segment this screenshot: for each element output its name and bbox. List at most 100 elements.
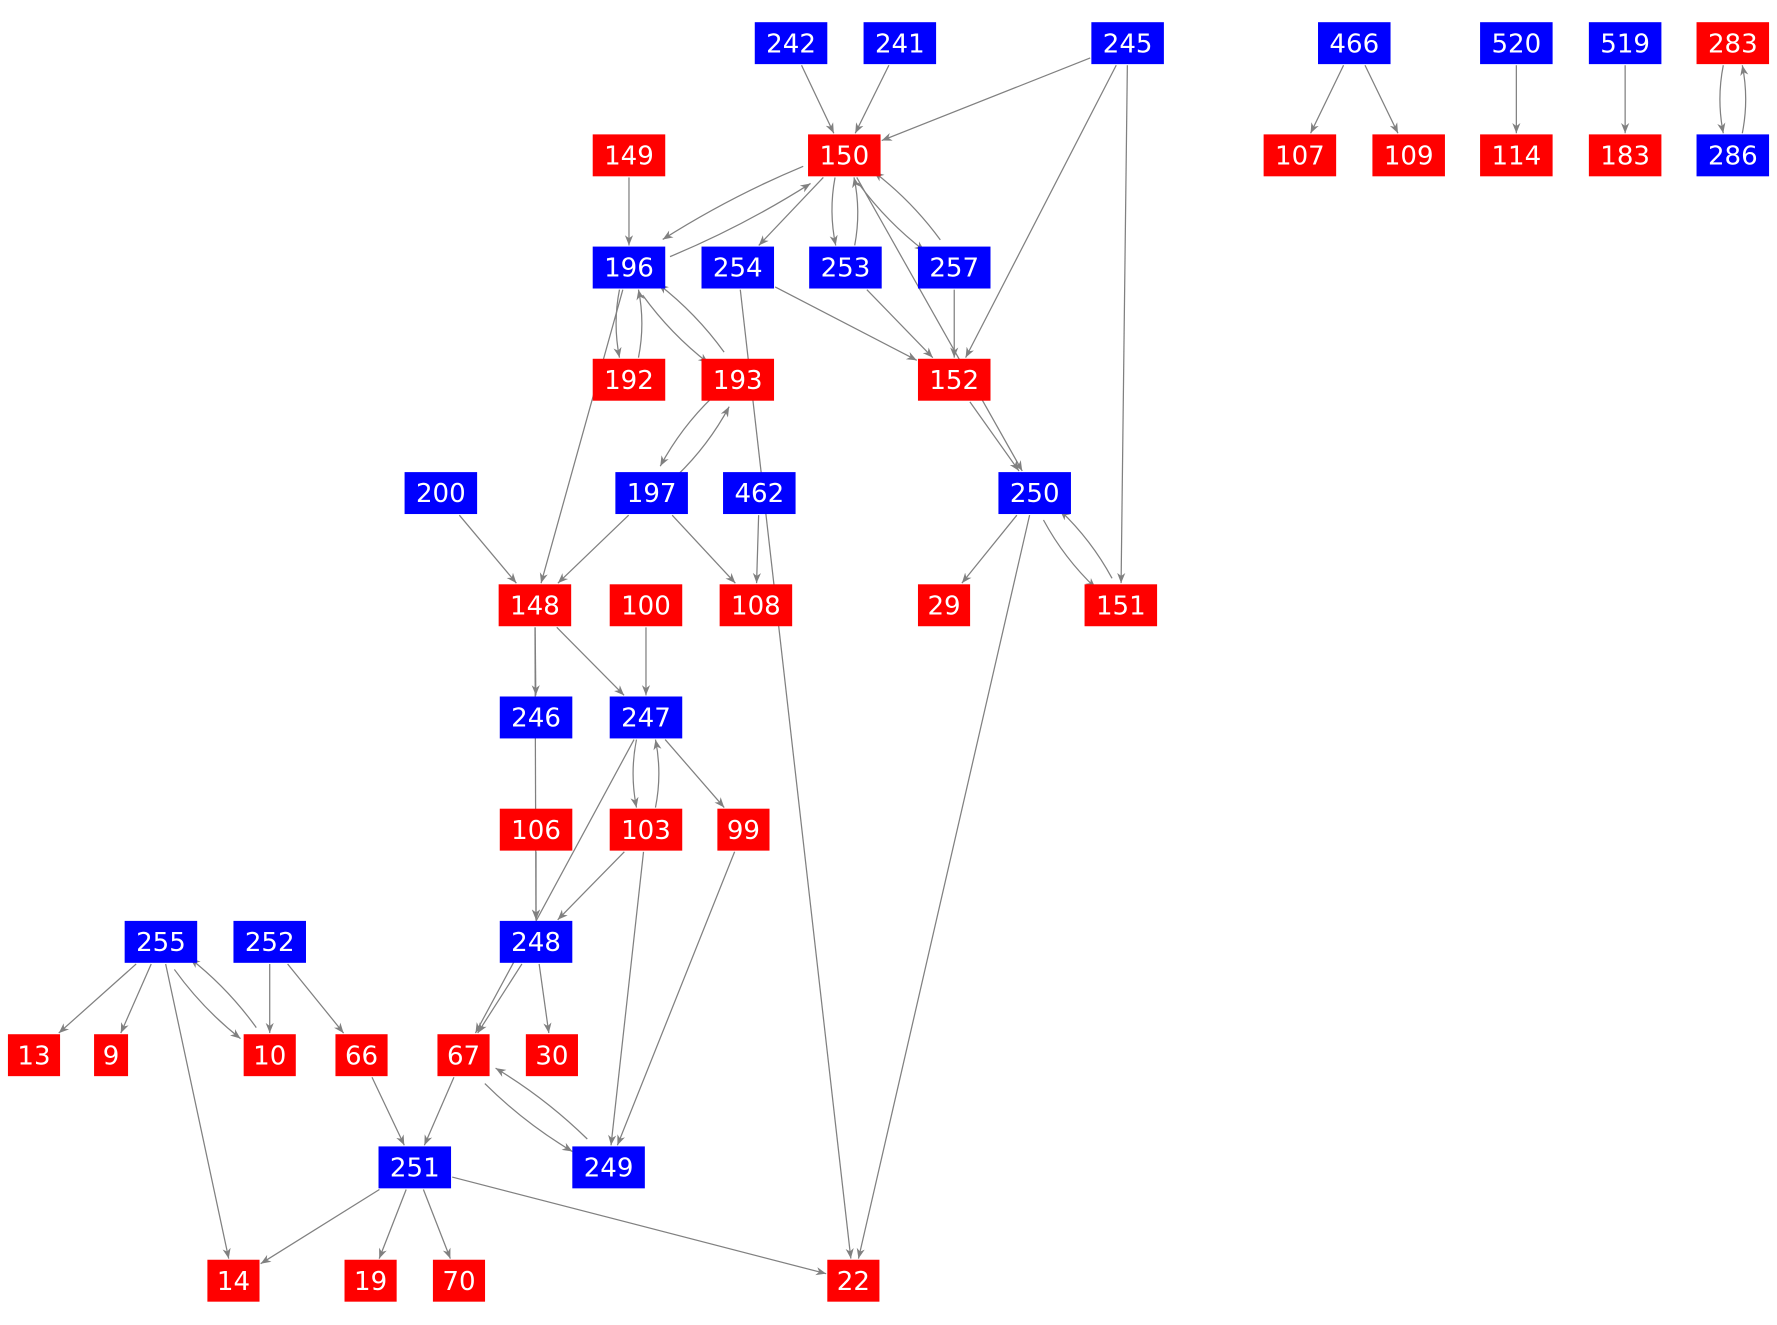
node-22[interactable]: 22 xyxy=(827,1259,880,1302)
node-label: 107 xyxy=(1275,141,1325,171)
node-150[interactable]: 150 xyxy=(808,134,881,177)
node-107[interactable]: 107 xyxy=(1263,134,1337,177)
node-13[interactable]: 13 xyxy=(7,1034,61,1077)
edge-286-to-283 xyxy=(1740,65,1749,134)
node-box xyxy=(243,1034,296,1077)
node-114[interactable]: 114 xyxy=(1480,134,1553,177)
node-253[interactable]: 253 xyxy=(809,246,882,289)
node-257[interactable]: 257 xyxy=(917,246,991,289)
node-197[interactable]: 197 xyxy=(615,472,688,515)
node-520[interactable]: 520 xyxy=(1480,22,1553,65)
node-466[interactable]: 466 xyxy=(1318,22,1391,65)
edge-10-to-255 xyxy=(189,957,257,1028)
edge-150-to-257 xyxy=(857,182,925,252)
node-70[interactable]: 70 xyxy=(432,1259,486,1302)
edge-67-to-249 xyxy=(484,1083,573,1153)
node-100[interactable]: 100 xyxy=(609,584,683,627)
node-251[interactable]: 251 xyxy=(378,1146,452,1189)
node-152[interactable]: 152 xyxy=(917,358,991,401)
edge-242-to-150 xyxy=(800,64,835,134)
edge-196-to-150 xyxy=(669,182,811,258)
node-box xyxy=(344,1259,397,1302)
node-label: 286 xyxy=(1708,141,1758,171)
node-67[interactable]: 67 xyxy=(437,1034,490,1077)
node-149[interactable]: 149 xyxy=(592,134,666,177)
node-14[interactable]: 14 xyxy=(207,1259,260,1302)
node-192[interactable]: 192 xyxy=(592,358,666,401)
node-label: 149 xyxy=(604,141,654,171)
node-255[interactable]: 255 xyxy=(124,920,198,963)
node-label: 283 xyxy=(1708,29,1758,59)
node-103[interactable]: 103 xyxy=(609,808,683,851)
edge-283-to-286 xyxy=(1717,65,1726,134)
node-193[interactable]: 193 xyxy=(701,358,775,401)
node-label: 106 xyxy=(511,816,561,846)
node-286[interactable]: 286 xyxy=(1696,134,1770,177)
edge-257-to-150 xyxy=(873,171,941,241)
node-148[interactable]: 148 xyxy=(498,584,572,627)
node-519[interactable]: 519 xyxy=(1588,22,1662,65)
edge-255-to-13 xyxy=(58,963,137,1034)
edge-196-to-193 xyxy=(642,294,709,364)
node-label: 247 xyxy=(621,704,671,734)
node-box xyxy=(233,920,306,963)
node-box xyxy=(917,246,991,289)
edge-150-to-254 xyxy=(758,177,824,246)
node-label: 148 xyxy=(510,591,560,621)
node-109[interactable]: 109 xyxy=(1372,134,1445,177)
node-label: 519 xyxy=(1600,29,1650,59)
node-99[interactable]: 99 xyxy=(717,808,770,851)
edge-254-to-22 xyxy=(739,289,854,1259)
node-29[interactable]: 29 xyxy=(917,584,971,627)
node-196[interactable]: 196 xyxy=(592,246,666,289)
node-283[interactable]: 283 xyxy=(1696,22,1770,65)
node-10[interactable]: 10 xyxy=(243,1034,296,1077)
edge-150-to-196 xyxy=(662,165,804,240)
node-9[interactable]: 9 xyxy=(94,1034,129,1077)
edge-197-to-108 xyxy=(671,514,736,584)
node-241[interactable]: 241 xyxy=(863,22,937,65)
edge-148-to-247 xyxy=(556,626,625,696)
edge-249-to-67 xyxy=(495,1067,588,1140)
node-254[interactable]: 254 xyxy=(701,246,775,289)
node-245[interactable]: 245 xyxy=(1091,22,1164,65)
node-200[interactable]: 200 xyxy=(404,472,478,515)
node-box xyxy=(432,1259,486,1302)
node-249[interactable]: 249 xyxy=(572,1146,645,1189)
node-252[interactable]: 252 xyxy=(233,920,306,963)
node-151[interactable]: 151 xyxy=(1084,584,1158,627)
edge-196-to-192 xyxy=(613,289,622,358)
node-30[interactable]: 30 xyxy=(525,1034,578,1077)
node-label: 66 xyxy=(345,1041,378,1071)
edge-247-to-103 xyxy=(630,739,639,808)
node-183[interactable]: 183 xyxy=(1588,134,1662,177)
edge-250-to-151 xyxy=(1042,519,1096,589)
node-box xyxy=(998,472,1071,515)
node-box xyxy=(701,246,775,289)
node-box xyxy=(7,1034,61,1077)
node-248[interactable]: 248 xyxy=(499,920,573,963)
node-108[interactable]: 108 xyxy=(719,584,793,627)
edge-151-to-250 xyxy=(1059,509,1113,579)
node-box xyxy=(1318,22,1391,65)
edge-251-to-70 xyxy=(422,1189,451,1259)
node-box xyxy=(754,22,828,65)
node-label: 100 xyxy=(621,591,671,621)
edge-67-to-251 xyxy=(423,1077,455,1146)
node-box xyxy=(592,134,666,177)
node-246[interactable]: 246 xyxy=(499,696,573,739)
node-242[interactable]: 242 xyxy=(754,22,828,65)
node-66[interactable]: 66 xyxy=(335,1034,388,1077)
node-247[interactable]: 247 xyxy=(609,696,683,739)
node-19[interactable]: 19 xyxy=(344,1259,397,1302)
edge-252-to-66 xyxy=(287,963,345,1034)
node-462[interactable]: 462 xyxy=(723,472,796,515)
node-label: 520 xyxy=(1491,29,1541,59)
edges-layer xyxy=(58,57,1749,1276)
node-250[interactable]: 250 xyxy=(998,472,1071,515)
edge-197-to-148 xyxy=(557,514,630,584)
node-label: 254 xyxy=(713,254,763,284)
node-106[interactable]: 106 xyxy=(499,808,573,851)
